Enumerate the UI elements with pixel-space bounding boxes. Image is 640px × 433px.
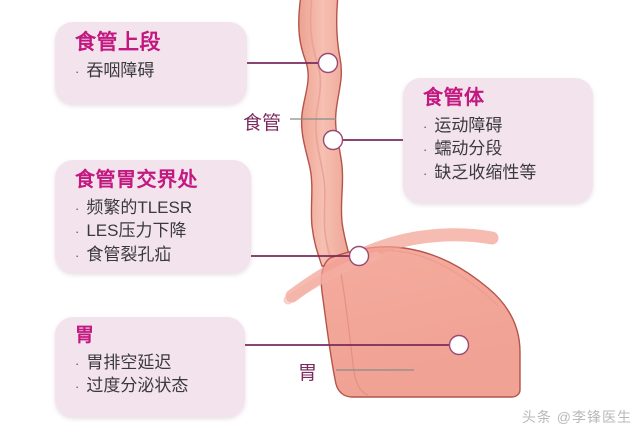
bullet-icon: · [75, 355, 80, 371]
list-item: · 运动障碍 [423, 114, 579, 137]
annotation-esophagus: 食管 [243, 113, 282, 134]
list-item-label: LES压力下降 [86, 221, 187, 241]
watermark: 头条 @李锋医生 [521, 409, 632, 425]
callout-title: 食管胃交界处 [75, 169, 198, 191]
bullet-icon: · [75, 201, 80, 216]
callout-bullet-list: · 运动障碍 · 蠕动分段 · 缺乏收缩性等 [423, 114, 579, 184]
callout-title: 食管上段 [75, 31, 161, 54]
bullet-icon: · [75, 64, 80, 80]
bullet-icon: · [423, 119, 428, 134]
list-item: · 食管裂孔疝 [75, 243, 237, 266]
bullet-icon: · [423, 165, 428, 181]
stomach-inner-curve [339, 267, 369, 396]
annotation-stomach: 胃 [298, 363, 318, 384]
callout-bullet-list: · 频繁的TLESR · LES压力下降 · 食管裂孔疝 [75, 196, 237, 266]
list-item-label: 过度分泌状态 [86, 376, 189, 396]
marker-stomach [448, 334, 470, 356]
list-item-label: 胃排空延迟 [86, 352, 172, 372]
list-item-label: 吞咽障碍 [86, 61, 155, 81]
callout-title: 食管体 [423, 87, 485, 109]
list-item-label: 运动障碍 [434, 116, 503, 135]
list-item: · 过度分泌状态 [75, 374, 231, 397]
bullet-icon: · [75, 247, 80, 263]
callout-bullet-list: · 吞咽障碍 [75, 59, 233, 82]
bullet-icon: · [75, 224, 80, 240]
list-item-label: 蠕动分段 [434, 139, 503, 159]
callout-stomach[interactable]: 胃 · 胃排空延迟 · 过度分泌状态 [55, 317, 245, 417]
list-item-label: 频繁的TLESR [86, 198, 193, 217]
list-item: · LES压力下降 [75, 219, 237, 242]
list-item: · 蠕动分段 [423, 137, 579, 160]
callout-esophageal-body[interactable]: 食管体 · 运动障碍 · 蠕动分段 · 缺乏收缩性等 [403, 78, 593, 203]
list-item-label: 缺乏收缩性等 [434, 162, 537, 182]
esophagus-inner-fold [309, 0, 335, 269]
bullet-icon: · [423, 142, 428, 158]
list-item: · 频繁的TLESR [75, 196, 237, 219]
marker-esophageal-body [322, 129, 344, 151]
marker-egj [348, 245, 370, 267]
callout-upper-esophagus[interactable]: 食管上段 · 吞咽障碍 [55, 22, 247, 104]
marker-upper-esophagus [317, 52, 339, 74]
callout-title: 胃 [75, 325, 95, 346]
callout-esophagogastric-junction[interactable]: 食管胃交界处 · 频繁的TLESR · LES压力下降 · 食管裂孔疝 [55, 160, 251, 273]
bullet-icon: · [75, 379, 80, 395]
list-item: · 吞咽障碍 [75, 59, 233, 82]
list-item: · 胃排空延迟 [75, 351, 231, 374]
callout-bullet-list: · 胃排空延迟 · 过度分泌状态 [75, 351, 231, 398]
list-item: · 缺乏收缩性等 [423, 161, 579, 184]
stomach-shape [320, 246, 521, 398]
list-item-label: 食管裂孔疝 [86, 244, 172, 264]
